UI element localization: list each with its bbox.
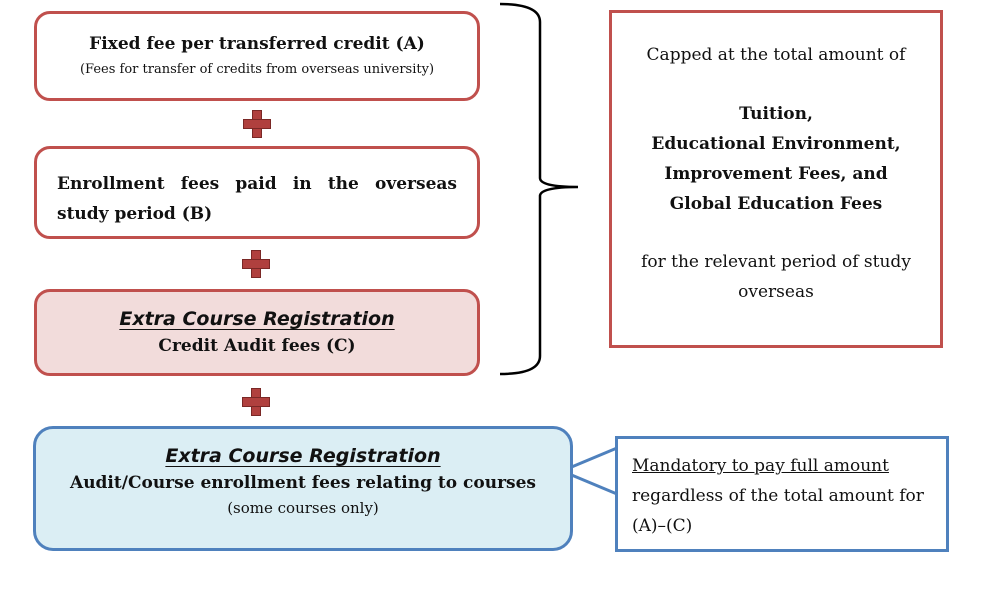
box-enrollment-fees-b: Enrollment fees paid in the overseas stu… [34, 146, 480, 239]
box-c-heading: Extra Course Registration [119, 308, 395, 330]
curly-brace [499, 2, 579, 376]
box-b-line2: study period (B) [57, 204, 213, 224]
box-fixed-fee-a: Fixed fee per transferred credit (A) (Fe… [34, 11, 480, 101]
box-course-enrollment-d: Extra Course Registration Audit/Course e… [33, 426, 573, 551]
cap-item: Global Education Fees [669, 194, 883, 214]
callout-underlined: Mandatory to pay full amount [632, 456, 889, 476]
box-credit-audit-c: Extra Course Registration Credit Audit f… [34, 289, 480, 376]
box-b-line1: Enrollment fees paid in the overseas [57, 174, 457, 194]
mandatory-callout: Mandatory to pay full amount regardless … [615, 436, 949, 552]
box-d-note: (some courses only) [227, 499, 379, 517]
plus-icon [242, 250, 270, 278]
plus-icon [242, 388, 270, 416]
box-a-subtitle: (Fees for transfer of credits from overs… [79, 62, 435, 77]
box-d-text: Audit/Course enrollment fees relating to… [70, 473, 536, 493]
box-d-heading: Extra Course Registration [165, 445, 441, 467]
cap-intro: Capped at the total amount of [646, 45, 906, 65]
callout-rest: regardless of the total amount for (A)–(… [632, 486, 924, 536]
box-a-title: Fixed fee per transferred credit (A) [89, 34, 425, 54]
cap-item: Tuition, [739, 104, 813, 124]
cap-outro: for the relevant period of study oversea… [641, 252, 911, 302]
cap-item: Improvement Fees, and [664, 164, 888, 184]
plus-icon [243, 110, 271, 138]
cap-item: Educational Environment, [651, 134, 901, 154]
box-c-text: Credit Audit fees (C) [158, 336, 356, 356]
cap-box: Capped at the total amount of Tuition, E… [609, 10, 943, 348]
